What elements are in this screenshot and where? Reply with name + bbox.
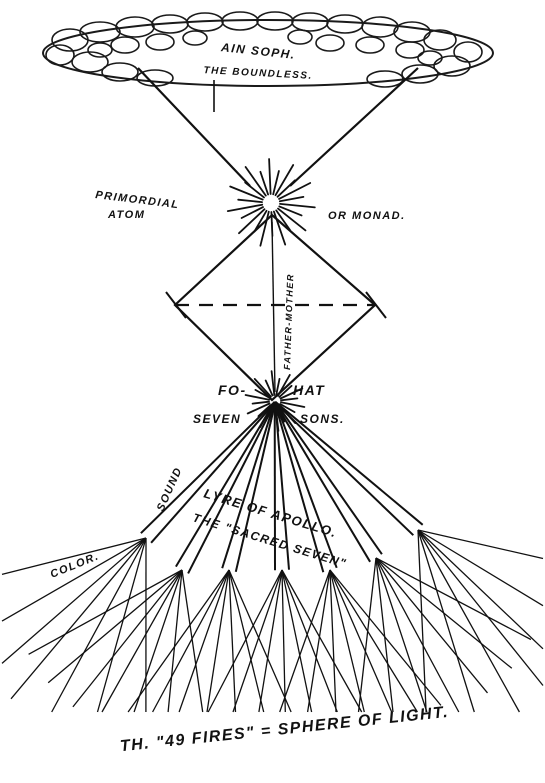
- fo-label: FO-: [218, 382, 247, 398]
- color-label: COLOR.: [49, 550, 102, 581]
- light-ray: [275, 402, 370, 562]
- primordial-label: PRIMORDIAL: [95, 189, 181, 211]
- fire-line: [418, 530, 519, 712]
- light-ray: [188, 402, 275, 573]
- fire-line: [2, 538, 146, 621]
- seven-label: SEVEN: [193, 412, 241, 426]
- fire-line: [73, 570, 182, 707]
- atom-burst-ray: [238, 200, 262, 202]
- forty-nine-fires-label: TH. "49 FIRES" = SPHERE OF LIGHT.: [119, 704, 450, 755]
- fire-line: [282, 570, 312, 712]
- fire-line: [233, 570, 282, 712]
- atom-burst-ray: [260, 212, 268, 246]
- atom-burst-ray: [279, 206, 301, 215]
- father-mother-label: FATHER-MOTHER: [282, 273, 295, 370]
- primordial-atom-burst: [228, 159, 315, 246]
- fire-line: [48, 570, 182, 683]
- fohat-burst-ray: [272, 371, 275, 395]
- fire-line: [308, 570, 330, 712]
- fire-line: [282, 570, 285, 712]
- fire-line: [182, 570, 203, 712]
- fire-line: [359, 558, 377, 712]
- fohat-burst-ray: [253, 402, 269, 404]
- or-monad-label: OR MONAD.: [328, 210, 406, 222]
- diamond-vertical-axis: [272, 222, 275, 392]
- atom-burst-ray: [269, 159, 271, 194]
- fire-line: [179, 570, 229, 712]
- fire-line: [376, 558, 393, 712]
- hat-label: HAT: [293, 382, 325, 398]
- fire-line: [418, 530, 426, 712]
- atom-label: ATOM: [107, 209, 145, 221]
- fohat-burst-ray: [281, 398, 297, 400]
- sons-label: SONS.: [300, 412, 345, 426]
- atom-burst-ray: [280, 204, 315, 208]
- fire-line: [229, 570, 291, 712]
- fire-line: [418, 530, 543, 606]
- fire-line: [282, 570, 337, 712]
